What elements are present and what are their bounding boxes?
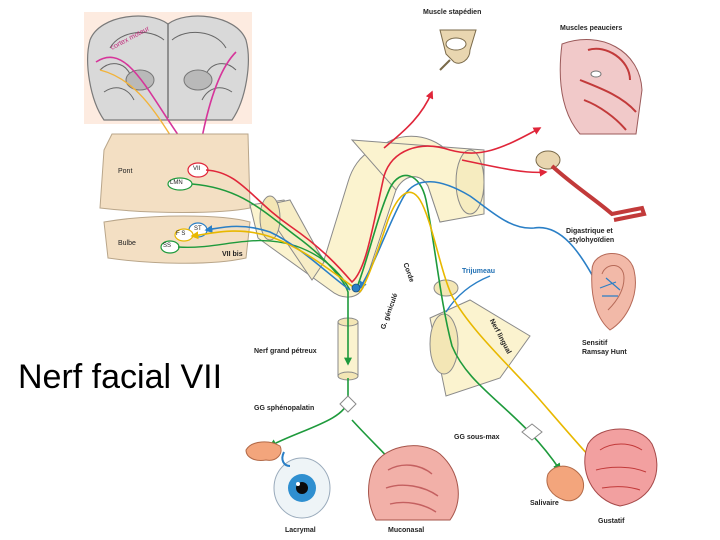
label-cutaneous: Muscles peauciers	[560, 25, 623, 32]
label-gg-sphenopalatin: GG sphénopalatin	[254, 405, 315, 412]
label-pont: Pont	[118, 168, 133, 175]
label-lacrymal: Lacrymal	[285, 527, 316, 534]
label-gg-sous-max: GG sous-max	[454, 434, 500, 441]
label-digastric-1: Digastrique et	[566, 228, 613, 235]
label-nucleus-lmn: LMN	[170, 180, 183, 186]
stapedius-illustration	[439, 29, 477, 71]
label-vii-bis: VII bis	[222, 251, 243, 258]
label-stapedius: Muscle stapédien	[423, 9, 482, 16]
label-sensitif-1: Sensitif	[582, 340, 608, 347]
submandibular-ganglion	[521, 423, 543, 441]
nasal-cavity-illustration	[368, 445, 459, 521]
fibers	[177, 90, 621, 489]
label-muconasal: Muconasal	[388, 527, 425, 534]
brain-section: cortex moteur	[84, 12, 252, 161]
label-salivaire: Salivaire	[530, 500, 559, 507]
sphenopalatine-ganglion	[339, 395, 357, 413]
slide-title: Nerf facial VII	[18, 358, 223, 396]
geniculate-ganglion	[351, 283, 361, 293]
label-bulbe: Bulbe	[118, 240, 136, 247]
tongue-illustration	[584, 428, 658, 507]
label-nucleus-st: ST	[194, 226, 202, 232]
label-digastric-2: stylohyoïdien	[569, 237, 615, 244]
label-nucleus-ss: SS	[163, 243, 172, 249]
eye-illustration	[273, 451, 331, 519]
label-grand-petreux: Nerf grand pétreux	[254, 348, 317, 355]
salivary-gland-illustration	[546, 465, 584, 502]
label-nucleus-vii: VII	[193, 166, 201, 172]
face-muscles-illustration	[559, 39, 643, 135]
label-nucleus-fs: F S	[176, 231, 186, 237]
brainstem	[99, 133, 251, 264]
label-trijumeau: Trijumeau	[462, 268, 496, 275]
digastric-illustration	[535, 150, 647, 222]
label-gustatif: Gustatif	[598, 518, 625, 525]
lacrimal-gland-illustration	[245, 441, 282, 461]
ear-illustration	[591, 253, 636, 331]
nerve-trunk	[249, 135, 531, 397]
label-sensitif-2: Ramsay Hunt	[582, 349, 627, 356]
